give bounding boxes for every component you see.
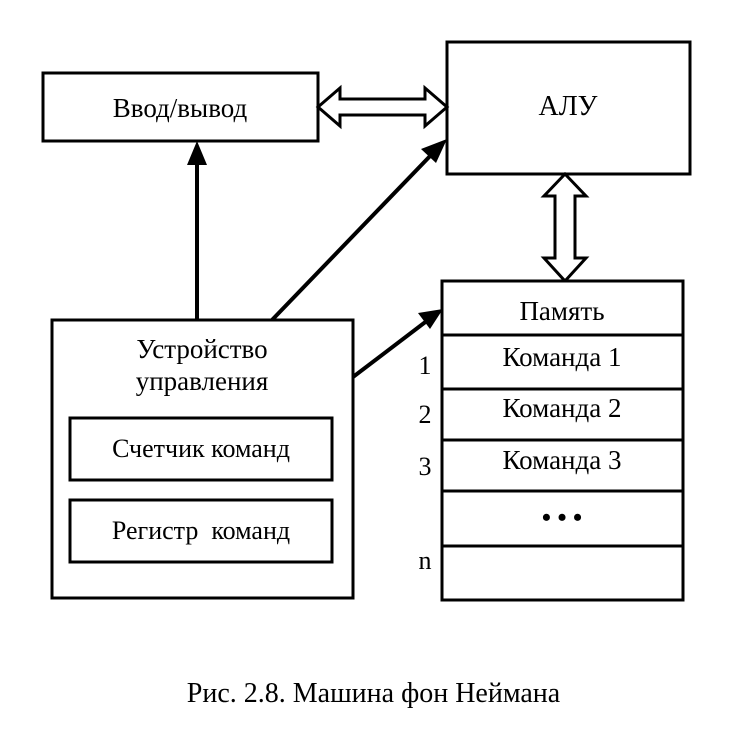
instruction-register-box — [68, 498, 334, 564]
memory-cell-label: Команда 1 — [503, 342, 622, 372]
io-alu-double-arrow — [315, 84, 450, 130]
control-unit-label-line2: управления — [136, 366, 269, 396]
memory-ellipsis: • • • — [542, 503, 582, 532]
control-to-alu-arrow — [270, 151, 435, 322]
io-box — [41, 71, 320, 143]
figure-caption: Рис. 2.8. Машина фон Неймана — [186, 678, 561, 709]
von-neumann-diagram: Ввод/вывод АЛУ Устройство управления Сче… — [41, 40, 692, 602]
memory-cell-index: n — [419, 546, 432, 575]
control-to-io-arrowhead — [187, 141, 207, 165]
control-to-alu-arrowhead — [421, 139, 447, 163]
io-label: Ввод/вывод — [113, 93, 248, 123]
alu-box — [445, 40, 692, 176]
memory-cell-label: Команда 2 — [503, 393, 622, 423]
memory-cell-index: 2 — [419, 400, 432, 429]
memory-cell-index: 3 — [419, 452, 432, 481]
memory-cell-label: Команда 3 — [503, 445, 622, 475]
control-to-memory-arrowhead — [418, 309, 443, 329]
control-to-memory-arrow — [351, 318, 430, 379]
instruction-counter-label: Счетчик команд — [112, 434, 290, 463]
instruction-counter-box — [68, 416, 334, 482]
alu-memory-double-arrow — [540, 171, 590, 284]
control-unit-label-line1: Устройство — [136, 334, 267, 364]
instruction-register-label: Регистр команд — [112, 516, 290, 545]
memory-cell-index: 1 — [419, 351, 432, 380]
alu-label: АЛУ — [538, 91, 597, 122]
memory-header: Память — [519, 296, 604, 326]
